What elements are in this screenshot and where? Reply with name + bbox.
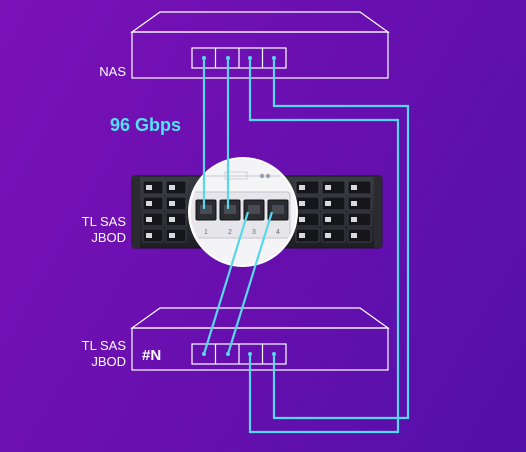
- sas-port-number: 3: [252, 229, 256, 236]
- cable-endpoints: [202, 56, 276, 356]
- drive-bay: [142, 228, 164, 243]
- drive-bay: [347, 180, 372, 195]
- drive-bay-latch: [299, 185, 305, 190]
- drive-bay: [347, 212, 372, 227]
- jbod-bottom-label: TL SAS JBOD: [60, 338, 126, 370]
- drive-bay: [142, 180, 164, 195]
- jbod-top-label-line2: JBOD: [91, 230, 126, 245]
- port-zoom-magnifier: 1 2 3 4: [188, 157, 298, 267]
- left-drive-bays: [142, 180, 187, 243]
- nas-label-text: NAS: [99, 64, 126, 79]
- cable-jbod-chain-1: [202, 211, 250, 355]
- cable-jbod-chain-2: [226, 211, 274, 355]
- drive-bay: [142, 212, 164, 227]
- jbod-top-label-line1: TL SAS: [81, 214, 126, 229]
- drive-bay: [321, 180, 346, 195]
- drive-bay-latch: [169, 185, 175, 190]
- nas-port-group: [191, 47, 287, 69]
- drive-bay-latch: [299, 217, 305, 222]
- drive-bay: [165, 228, 187, 243]
- sas-port-number: 1: [204, 229, 208, 236]
- nas-enclosure: [130, 11, 390, 79]
- sas-port-number: 2: [228, 229, 232, 236]
- jbod-bottom-port-group: [191, 343, 287, 365]
- drive-bay-latch: [325, 217, 331, 222]
- drive-bay: [165, 196, 187, 211]
- drive-bay-latch: [146, 217, 152, 222]
- drive-bay: [165, 180, 187, 195]
- jbod-unit-index: #N: [142, 347, 162, 364]
- drive-bay-latch: [351, 201, 357, 206]
- cable-paths: [202, 58, 410, 434]
- drive-bay: [347, 196, 372, 211]
- drive-bay-latch: [169, 201, 175, 206]
- jbod-bottom-label-line1: TL SAS: [81, 338, 126, 353]
- drive-bay-latch: [299, 233, 305, 238]
- sas-port-socket: [272, 205, 284, 214]
- sas-port-socket: [200, 205, 212, 214]
- drive-bay-latch: [146, 185, 152, 190]
- sas-port-number: 4: [276, 229, 280, 236]
- drive-bay: [321, 212, 346, 227]
- drive-bay-latch: [325, 185, 331, 190]
- jbod-bottom-label-line2: JBOD: [91, 354, 126, 369]
- nas-label: NAS: [60, 64, 126, 80]
- drive-bay-latch: [146, 233, 152, 238]
- right-drive-bays: [295, 180, 372, 243]
- drive-bay-latch: [325, 201, 331, 206]
- cable-nas-loop-outer: [248, 58, 400, 434]
- drive-bay: [295, 180, 320, 195]
- drive-bay: [347, 228, 372, 243]
- drive-bay-latch: [299, 201, 305, 206]
- cable-nas-loop-inner: [272, 58, 410, 420]
- drive-bay-latch: [351, 217, 357, 222]
- drive-bay-latch: [325, 233, 331, 238]
- drive-bay-latch: [169, 217, 175, 222]
- drive-bay-latch: [169, 233, 175, 238]
- drive-bay-latch: [351, 185, 357, 190]
- drive-bay: [165, 212, 187, 227]
- sas-port-socket: [224, 205, 236, 214]
- jbod-bottom-enclosure: [130, 307, 390, 371]
- sas-port-row: 1 2 3 4: [195, 199, 289, 236]
- jbod-top-label: TL SAS JBOD: [60, 214, 126, 246]
- drive-bay: [142, 196, 164, 211]
- bandwidth-label: 96 Gbps: [110, 115, 182, 135]
- drive-bay-latch: [146, 201, 152, 206]
- drive-bay: [295, 228, 320, 243]
- sas-port-socket: [248, 205, 260, 214]
- drive-bay: [321, 196, 346, 211]
- drive-bay-latch: [351, 233, 357, 238]
- drive-bay: [321, 228, 346, 243]
